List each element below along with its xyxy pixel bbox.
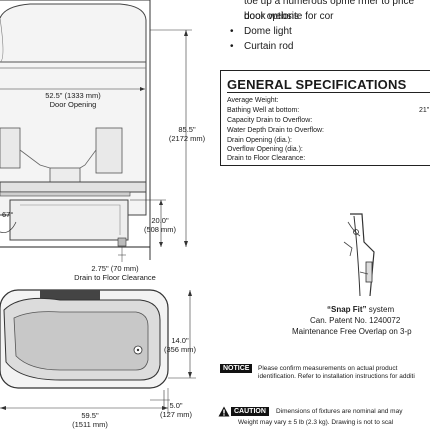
caution-badge: CAUTION — [231, 407, 269, 416]
snapfit-suffix: system — [366, 305, 395, 314]
bullet-dot: • — [230, 41, 234, 52]
width-dim-mm: (1511 mm) — [72, 420, 108, 429]
spec-row-drain-opening: Drain Opening (dia.): — [227, 137, 292, 144]
bullet-dot: • — [230, 26, 234, 37]
spec-row-drain-clearance: Drain to Floor Clearance: — [227, 155, 306, 162]
step-dim-in: 20.0" — [151, 216, 169, 225]
notice-badge: NOTICE — [220, 364, 253, 373]
width-dim-in: 59.5" — [81, 411, 99, 420]
spec-row-bathing-well: Bathing Well at bottom: — [227, 107, 300, 114]
depth-dim-mm: (356 mm) — [163, 345, 197, 354]
plan-view-drawing — [0, 289, 196, 414]
feature-curtain-rod: • Curtain rod — [230, 39, 430, 54]
feature-dome-light: • Dome light — [230, 24, 430, 39]
notice-line-2: identification. Refer to installation in… — [258, 373, 415, 380]
depth-dim-in: 14.0" — [171, 336, 189, 345]
step-dim-mm: (508 mm) — [143, 225, 177, 234]
feature-curtain-rod-text: Curtain rod — [244, 41, 294, 52]
feature-door-options-text: door options — [244, 11, 300, 22]
spec-value-bathing-well: 21" — [419, 107, 430, 114]
snapfit-overlap: Maintenance Free Overlap on 3-p — [292, 327, 412, 336]
feature-partial: toe up a numerous opme rmer to price boo… — [230, 0, 430, 22]
door-opening-dim: 52.5" (1333 mm) — [45, 91, 101, 100]
general-specifications-box: GENERAL SPECIFICATIONS Average Weight: B… — [220, 70, 430, 166]
feature-dome-light-text: Dome light — [244, 26, 292, 37]
snapfit-patent: Can. Patent No. 1240072 — [310, 316, 401, 325]
feature-door-options: door options — [230, 9, 430, 24]
feature-partial-text: toe up a numerous opme rmer to price boo… — [244, 0, 415, 22]
spec-row-capacity: Capacity Drain to Overflow: — [227, 117, 313, 124]
spec-row-water-depth: Water Depth Drain to Overflow: — [227, 127, 324, 134]
spec-title: GENERAL SPECIFICATIONS — [227, 77, 407, 92]
door-opening-label: Door Opening — [49, 100, 97, 109]
spec-row-overflow-opening: Overflow Opening (dia.): — [227, 146, 303, 153]
warning-triangle-icon — [218, 406, 230, 417]
front-elevation-drawing — [0, 0, 192, 262]
feature-list: toe up a numerous opme rmer to price boo… — [230, 0, 430, 60]
snapfit-name: “Snap Fit” — [327, 305, 367, 314]
angle-dim: 67° — [2, 210, 14, 219]
notice-line-1: Please confirm measurements on actual pr… — [258, 365, 398, 372]
height-dim-in: 85.5" — [178, 125, 196, 134]
drain-clearance-dim: 2.75" (70 mm) — [91, 264, 139, 273]
caution-line-2: Weight may vary ± 5 lb (2.3 kg). Drawing… — [238, 419, 394, 426]
small-dim-mm: (127 mm) — [159, 410, 193, 419]
drain-clearance-label: Drain to Floor Clearance — [74, 273, 156, 282]
snapfit-title: “Snap Fit” system — [327, 306, 394, 314]
snap-fit-detail-drawing — [343, 213, 375, 297]
height-dim-mm: (2172 mm) — [168, 134, 206, 143]
small-dim-in: 5.0" — [169, 401, 183, 410]
spec-title-rule — [227, 92, 430, 93]
caution-line-1: Dimensions of fixtures are nominal and m… — [276, 408, 403, 415]
spec-row-weight: Average Weight: — [227, 97, 279, 104]
